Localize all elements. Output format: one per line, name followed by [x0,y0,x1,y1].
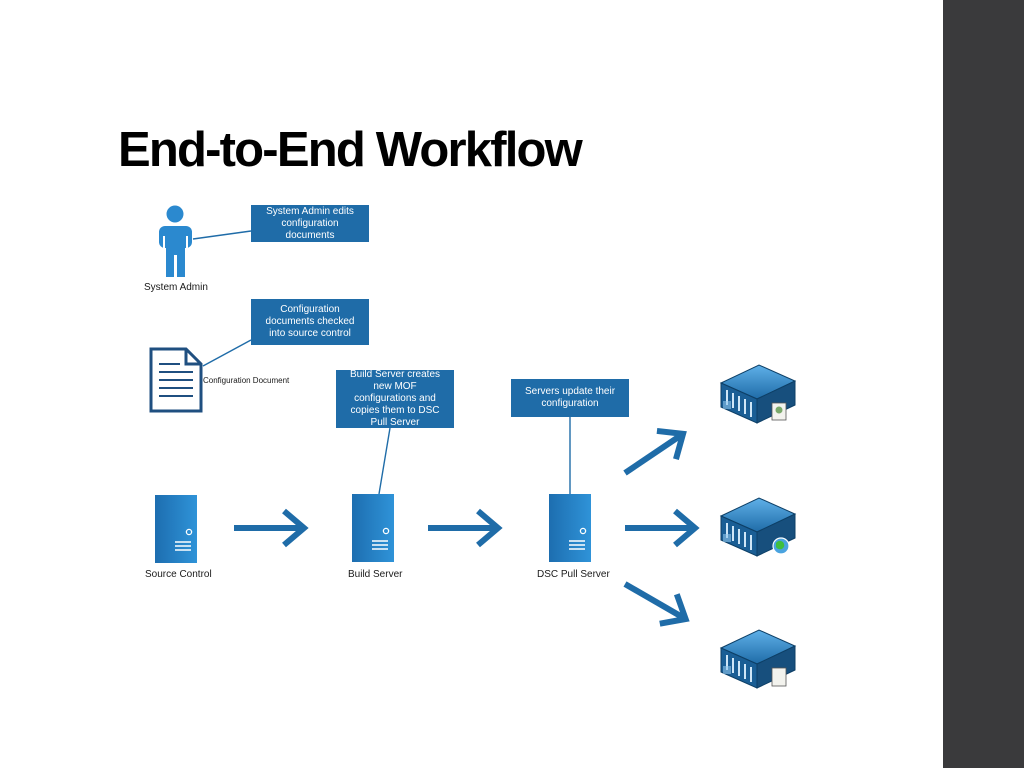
build-server-label: Build Server [348,569,403,580]
document-connector-line [202,339,252,367]
rack-server-web-icon [720,497,796,557]
slide-title: End-to-End Workflow [118,123,583,177]
build-creates-callout: Build Server creates new MOF configurati… [336,369,454,428]
dsc-pull-server-icon [548,493,592,563]
checked-in-callout: Configuration documents checked into sou… [251,299,369,345]
build-server-icon [351,493,395,563]
system-admin-label: System Admin [144,282,208,293]
build-connector-line [378,427,391,495]
dsc-pull-server-label: DSC Pull Server [537,569,610,580]
admin-edits-callout: System Admin edits configuration documen… [251,205,369,242]
servers-update-callout: Servers update their configuration [511,379,629,417]
arrow-right-icon [428,511,498,545]
rack-server-icon [720,364,796,424]
person-icon-gap [163,236,188,277]
arrow-up-right-icon [615,420,692,487]
document-icon [149,347,203,413]
arrow-right-icon [234,511,304,545]
admin-connector-line [192,230,252,240]
source-control-label: Source Control [145,569,212,580]
arrow-down-right-icon [617,569,695,633]
source-control-server-icon [154,494,198,564]
config-document-label: Configuration Document [203,376,290,385]
side-bar [943,0,1024,768]
arrow-right-icon [625,511,695,545]
rack-server-icon [720,629,796,689]
